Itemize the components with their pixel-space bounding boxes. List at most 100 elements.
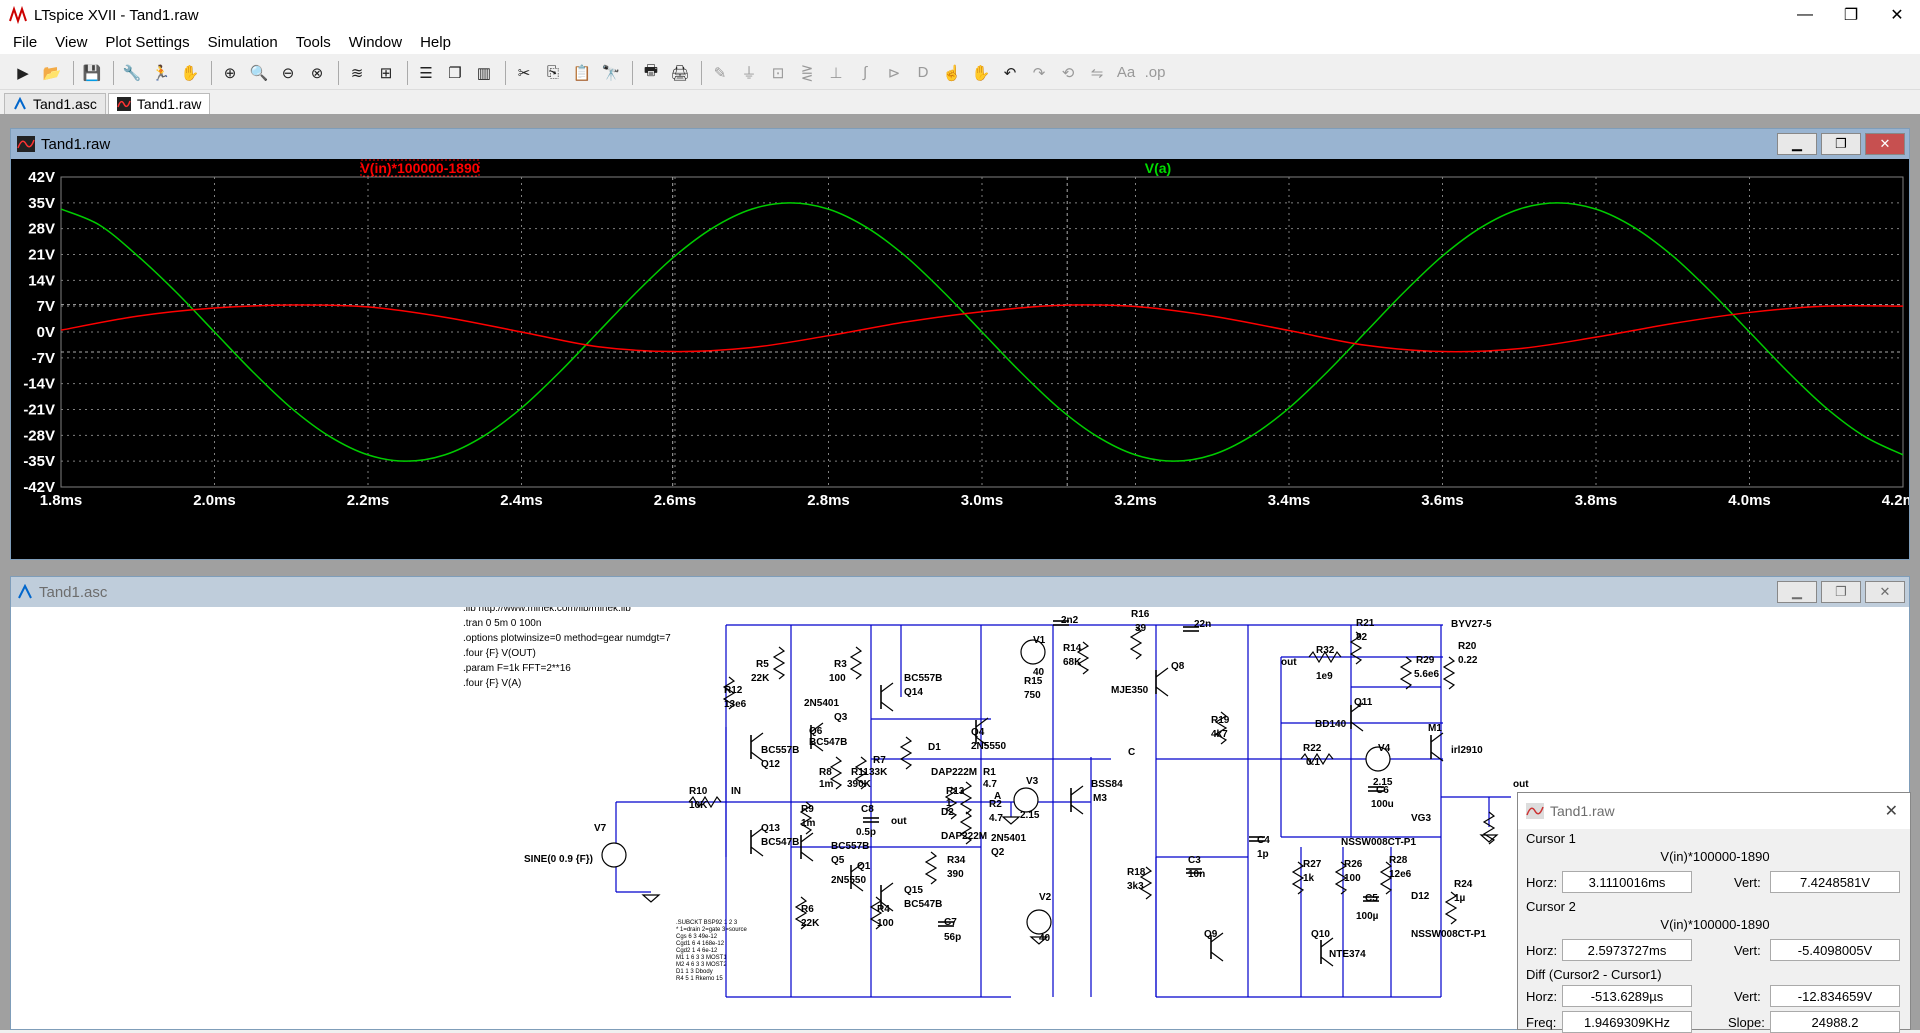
cursor2-trace: V(in)*100000-1890 [1660, 917, 1770, 932]
pick-visible-traces-icon[interactable]: ⊞ [379, 64, 393, 82]
cascade-icon[interactable]: ❐ [448, 64, 462, 82]
save-icon[interactable]: 💾 [82, 64, 102, 82]
diff-horz-field[interactable]: -513.6289µs [1562, 985, 1692, 1007]
mdi-restore-button[interactable]: ❐ [1821, 581, 1861, 603]
tab-waveform[interactable]: Tand1.raw [107, 93, 211, 114]
subckt-text: R4 5 1 Rkemo 15 [676, 976, 723, 982]
component-label: R28 [1389, 855, 1408, 866]
mdi-close-button[interactable]: ✕ [1865, 581, 1905, 603]
cursor2-vert-field[interactable]: -5.4098005V [1770, 939, 1900, 961]
maximize-button[interactable]: ❐ [1843, 7, 1859, 24]
freq-label: Freq: [1526, 1015, 1557, 1030]
resistor-symbol [959, 811, 973, 845]
zoom-in-icon[interactable]: ⊕ [223, 64, 237, 82]
component-label: 100 [1344, 873, 1361, 884]
zoom-fit-icon[interactable]: ⊗ [310, 64, 324, 82]
paste-icon[interactable]: 📋 [572, 64, 592, 82]
drag-icon[interactable]: ✋ [971, 64, 991, 82]
mdi-minimize-button[interactable]: ▁ [1777, 133, 1817, 155]
mdi-close-button[interactable]: ✕ [1865, 133, 1905, 155]
mdi-restore-button[interactable]: ❐ [1821, 133, 1861, 155]
tab-schematic[interactable]: Tand1.asc [4, 93, 106, 114]
undo-icon[interactable]: ↶ [1003, 64, 1017, 82]
schematic-window-titlebar[interactable]: Tand1.asc ▁ ❐ ✕ [11, 577, 1909, 607]
halt-icon[interactable]: ✋ [180, 64, 200, 82]
mirror-icon[interactable]: ⇋ [1090, 64, 1104, 82]
component-label: NSSW008CT-P1 [1341, 837, 1416, 848]
component-label: BC547B [809, 737, 847, 748]
text-icon[interactable]: Aa [1116, 64, 1136, 81]
resistor-symbol [1139, 866, 1153, 900]
y-tick-label: 0V [37, 324, 55, 341]
component-label: R16 [1131, 609, 1150, 620]
transistor-symbol [880, 682, 894, 693]
component-icon[interactable]: D [917, 64, 929, 81]
cursor-window-title: Tand1.raw [1550, 803, 1615, 819]
diode-icon[interactable]: ⊳ [887, 64, 901, 82]
close-icon[interactable]: ✕ [1884, 803, 1898, 820]
component-label: R9 [801, 804, 814, 815]
transistor-symbol [810, 722, 824, 733]
label-net-icon[interactable]: ⊡ [771, 64, 785, 82]
menu-tools[interactable]: Tools [295, 33, 331, 51]
voltage-source-symbol [1013, 787, 1039, 813]
menu-window[interactable]: Window [348, 33, 403, 51]
tile-vertical-icon[interactable]: ▥ [476, 64, 492, 82]
rotate-icon[interactable]: ⟲ [1061, 64, 1075, 82]
diff-vert-field[interactable]: -12.834659V [1770, 985, 1900, 1007]
cursor1-vert-field[interactable]: 7.4248581V [1770, 871, 1900, 893]
component-label: R13 [946, 786, 965, 797]
new-schematic-icon[interactable]: ▶ [17, 64, 29, 82]
capacitor-icon[interactable]: ⊥ [829, 64, 843, 82]
voltage-source-symbol [601, 842, 627, 868]
resistor-icon[interactable]: ⋛ [800, 64, 814, 82]
menu-help[interactable]: Help [420, 33, 451, 51]
wire-icon[interactable]: ✎ [713, 64, 727, 82]
component-label: R32 [1316, 645, 1335, 656]
spice-directive-icon[interactable]: .op [1144, 64, 1166, 81]
component-label: A [994, 791, 1001, 802]
component-label: M3 [1093, 793, 1107, 804]
component-label: 100 [877, 918, 894, 929]
menu-simulation[interactable]: Simulation [207, 33, 278, 51]
component-label: 1m [801, 818, 816, 829]
component-label: 39 [1135, 623, 1147, 634]
zoom-out-icon[interactable]: ⊖ [281, 64, 295, 82]
window-title: LTspice XVII - Tand1.raw [34, 6, 199, 24]
component-label: 100 [829, 673, 846, 684]
minimize-button[interactable]: — [1797, 6, 1813, 23]
redo-icon[interactable]: ↷ [1032, 64, 1046, 82]
control-panel-icon[interactable]: 🔧 [122, 64, 142, 82]
menu-plot-settings[interactable]: Plot Settings [105, 33, 190, 51]
component-label: Q14 [904, 687, 923, 698]
component-label: VG3 [1411, 813, 1431, 824]
cursor-window-titlebar[interactable]: Tand1.raw ✕ [1518, 793, 1910, 829]
inductor-icon[interactable]: ∫ [862, 64, 868, 81]
autorange-icon[interactable]: ≋ [350, 64, 364, 82]
component-label: R15 [1024, 676, 1043, 687]
copy-icon[interactable]: ⎘ [546, 64, 559, 81]
tile-horizontal-icon[interactable]: ☰ [419, 64, 433, 82]
print-setup-icon[interactable]: 🖨 [670, 64, 690, 82]
cursor1-horz-field[interactable]: 3.1110016ms [1562, 871, 1692, 893]
x-tick-label: 2.0ms [193, 492, 236, 509]
cursor2-horz-field[interactable]: 2.5973727ms [1562, 939, 1692, 961]
menu-view[interactable]: View [55, 33, 88, 51]
run-icon[interactable]: 🏃 [151, 64, 171, 82]
transistor-symbol [1155, 667, 1169, 678]
cut-icon[interactable]: ✂ [517, 64, 531, 82]
close-button[interactable]: ✕ [1890, 7, 1904, 24]
move-icon[interactable]: ☝ [942, 64, 962, 82]
menu-file[interactable]: File [13, 33, 38, 51]
find-icon[interactable]: 🔭 [601, 64, 621, 82]
schematic-drawing[interactable]: .lib http://www.minek.com/lib/minek.lib.… [11, 607, 1909, 1029]
pan-icon[interactable]: 🔍 [249, 64, 269, 82]
open-icon[interactable]: 📂 [42, 64, 62, 82]
mdi-minimize-button[interactable]: ▁ [1777, 581, 1817, 603]
print-icon[interactable]: 🖶 [643, 62, 659, 79]
toolbar: ▶ 📂 💾 🔧 🏃 ✋ ⊕ 🔍 ⊖ ⊗ ≋ ⊞ ☰ ❐ ▥ ✂ ⎘ 📋 🔭 🖶 … [0, 56, 1920, 90]
ground-icon[interactable]: ⏚ [741, 65, 757, 82]
waveform-window-titlebar[interactable]: Tand1.raw ▁ ❐ ✕ [11, 129, 1909, 159]
